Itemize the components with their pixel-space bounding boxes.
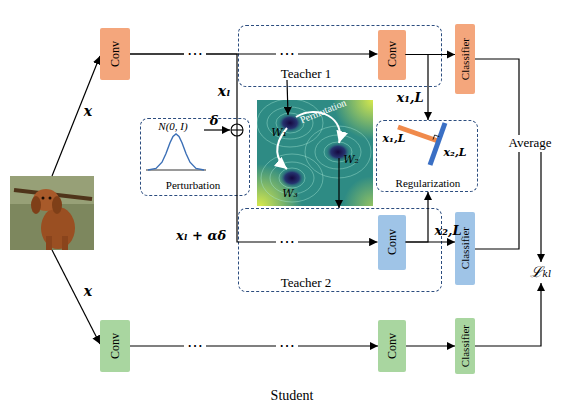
permutation-label: Permutation (298, 97, 347, 126)
feature-symbol: x₁,L (383, 133, 406, 145)
feature-symbol: xₗ (218, 84, 230, 99)
block-label: Conv (109, 333, 121, 359)
decor-ellipse (315, 135, 361, 169)
conv-block: Conv (100, 320, 130, 372)
input-arrow (52, 56, 100, 176)
input-symbol: x (84, 284, 92, 299)
teacher-group: Teacher 2 Conv (238, 208, 442, 292)
group-label: N(0, I) (158, 120, 187, 132)
add-symbol-bar (236, 124, 237, 136)
gaussian-axis (146, 170, 206, 171)
group-label: Teacher 1 (281, 66, 332, 82)
ellipsis: ⋯ (276, 233, 298, 251)
input-symbol: x (84, 104, 92, 119)
feature-symbol: x₂,L (434, 224, 461, 238)
noise-arrow (204, 129, 230, 130)
classifier-block: Classifier (455, 24, 475, 94)
feature-symbol: x₂,L (444, 147, 467, 159)
ellipsis: ⋯ (276, 45, 298, 63)
block-label: Conv (386, 41, 398, 67)
perturbed-feature-symbol: xₗ + αδ (176, 229, 226, 243)
ellipsis: ⋯ (276, 337, 298, 355)
feature-symbol: x₁,L (396, 91, 423, 105)
block-label: Conv (386, 229, 398, 255)
flow-connector (406, 192, 429, 242)
minimum-basin (279, 168, 305, 188)
loss-symbol: ℒₖₗ (530, 264, 551, 281)
landscape-glow (343, 176, 373, 206)
dog-leg (62, 236, 68, 250)
ellipsis: ⋯ (184, 337, 206, 355)
student-label: Student (271, 388, 314, 403)
average-line (475, 59, 519, 135)
ellipsis: ⋯ (184, 45, 206, 63)
dog-ear (52, 196, 62, 214)
weight-symbol: W₂ (343, 154, 359, 166)
decor-ellipse (261, 154, 323, 202)
decor-ellipse (257, 100, 323, 147)
flow-connector (130, 345, 378, 346)
block-label: Conv (109, 41, 121, 67)
right-angle-mark (433, 135, 439, 140)
student-to-loss-arrow (475, 283, 541, 346)
block-label: Classifier (460, 38, 471, 80)
conv-block: Conv (378, 320, 406, 372)
weight-arrow (338, 158, 339, 208)
flow-connector (406, 55, 429, 121)
flow-connector (406, 345, 455, 346)
gaussian-curve (148, 134, 204, 170)
loss-landscape (257, 100, 373, 206)
weight-symbol: W₁ (271, 127, 287, 139)
weight-arrow (287, 80, 288, 115)
dog-eye (42, 197, 45, 200)
flow-connector (130, 54, 378, 242)
conv-block: Conv (100, 28, 130, 80)
group-label: Perturbation (166, 179, 220, 191)
weight-symbol: W₃ (282, 188, 298, 200)
dog-leg (46, 236, 52, 250)
dog-photo (10, 176, 94, 250)
decor-ellipse (305, 126, 371, 178)
block-label: Conv (386, 333, 398, 359)
average-label: Average (508, 136, 551, 150)
group-label: Teacher 2 (281, 275, 332, 291)
decor-ellipse (279, 168, 305, 188)
dog-ear (31, 196, 41, 214)
group-label: Regularization (396, 177, 461, 189)
average-to-loss-arrow (540, 152, 541, 262)
dog-eye (49, 197, 52, 200)
classifier-block: Classifier (455, 318, 475, 374)
blue-feature-bar (430, 123, 445, 165)
conv-block: Conv (378, 30, 406, 80)
conv-block: Conv (378, 215, 406, 270)
teacher-group: Teacher 1 Conv (238, 25, 442, 87)
add-symbol (231, 124, 243, 136)
noise-symbol: δ (210, 114, 219, 128)
block-label: Classifier (460, 325, 471, 367)
input-arrow (52, 250, 100, 344)
average-line (475, 152, 519, 249)
